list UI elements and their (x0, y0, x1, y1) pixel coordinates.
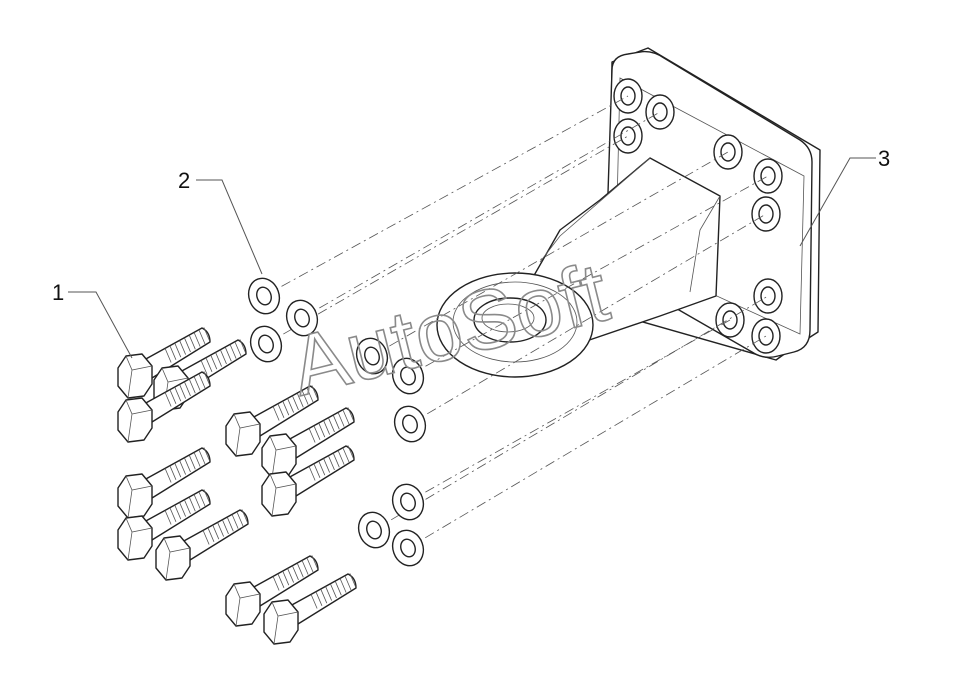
axis-line (373, 295, 769, 531)
bolt (117, 371, 211, 443)
bolt (261, 407, 355, 479)
plate-hole (751, 196, 781, 232)
callout-leader-2 (196, 179, 263, 275)
bolt (155, 509, 249, 581)
washer (391, 357, 425, 395)
bolt (117, 327, 211, 399)
bolt (261, 445, 355, 517)
washer (355, 337, 389, 375)
axis-line (371, 151, 729, 357)
assembly-axis-lines (263, 95, 769, 549)
callout-label-3: 3 (878, 146, 890, 171)
bolt (117, 489, 211, 561)
plate-hole (753, 158, 783, 194)
bolt (117, 447, 211, 519)
axis-line (263, 95, 629, 297)
plate-hole (645, 94, 675, 130)
washer (391, 529, 425, 567)
axis-line (407, 335, 767, 549)
washer (393, 405, 427, 443)
towing-eye-assembly (436, 47, 821, 378)
washer (391, 483, 425, 521)
plate-hole (751, 318, 781, 354)
axis-line (409, 213, 767, 425)
plate-holes (613, 78, 783, 354)
washers-group (247, 277, 427, 567)
callout-label-2: 2 (178, 168, 190, 193)
bolt (263, 573, 357, 645)
washer (357, 511, 391, 549)
watermark-text: AutoSoft (282, 244, 617, 413)
callout-3: 3 (799, 146, 890, 247)
plate-hole (753, 278, 783, 314)
callout-leader-3 (799, 157, 876, 247)
bolt (225, 555, 319, 627)
axis-line (407, 175, 769, 377)
washer (247, 277, 281, 315)
axis-line (301, 111, 661, 319)
eye-shank-edge (539, 157, 651, 263)
eye-shank-edge-2 (689, 195, 721, 293)
callout-label-1: 1 (52, 280, 64, 305)
bolt (225, 385, 319, 457)
washer (249, 325, 283, 363)
axis-line (407, 319, 731, 503)
plate-hole (613, 118, 643, 154)
washer (285, 299, 319, 337)
bolts-group (117, 327, 357, 645)
axis-line (265, 135, 629, 345)
plate-hole (713, 134, 743, 170)
eye-ring-hole-inner (481, 303, 535, 333)
callout-1: 1 (52, 280, 133, 359)
callout-2: 2 (178, 168, 263, 275)
callout-leader-1 (68, 291, 133, 359)
